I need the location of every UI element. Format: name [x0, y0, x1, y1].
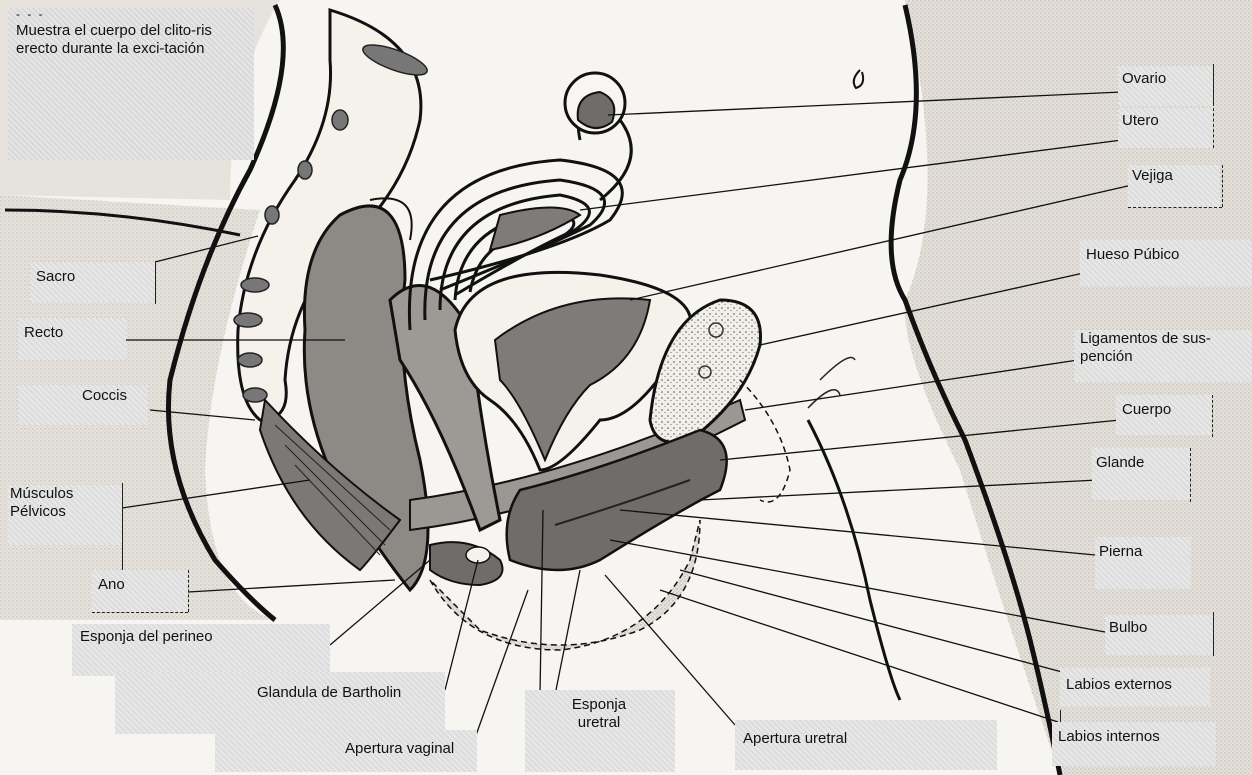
label-vejiga: Vejiga	[1128, 165, 1220, 207]
label-labios-internos: Labios internos	[1052, 722, 1216, 766]
label-labios-externos: Labios externos	[1060, 668, 1210, 706]
caption-text: Muestra el cuerpo del clito-ris erecto d…	[16, 22, 212, 57]
label-esponja-perineo: Esponja del perineo	[72, 624, 330, 676]
label-apertura-vaginal: Apertura vaginal	[215, 730, 477, 772]
label-apertura-uretral: Apertura uretral	[735, 720, 997, 770]
label-ovario: Ovario	[1118, 66, 1213, 106]
label-hueso-pubico: Hueso Púbico	[1080, 240, 1252, 286]
label-sacro: Sacro	[30, 262, 155, 302]
label-ano: Ano	[92, 570, 188, 612]
label-glandula-bartholin: Glandula de Bartholin	[115, 672, 445, 734]
label-bulbo: Bulbo	[1105, 615, 1213, 655]
label-esponja-uretral: Esponja uretral	[525, 690, 675, 772]
label-musculos-pelvicos: Músculos Pélvicos	[8, 485, 123, 545]
caption-box: - - - Muestra el cuerpo del clito-ris er…	[8, 8, 254, 160]
label-utero: Utero	[1118, 108, 1213, 148]
label-ligamentos: Ligamentos de sus-pención	[1074, 330, 1252, 382]
label-coccis: Coccis	[18, 385, 148, 425]
label-cuerpo: Cuerpo	[1116, 395, 1212, 435]
caption-prefix: - - -	[16, 10, 254, 18]
label-pierna: Pierna	[1095, 537, 1191, 589]
label-recto: Recto	[18, 318, 126, 360]
label-glande: Glande	[1092, 448, 1190, 500]
